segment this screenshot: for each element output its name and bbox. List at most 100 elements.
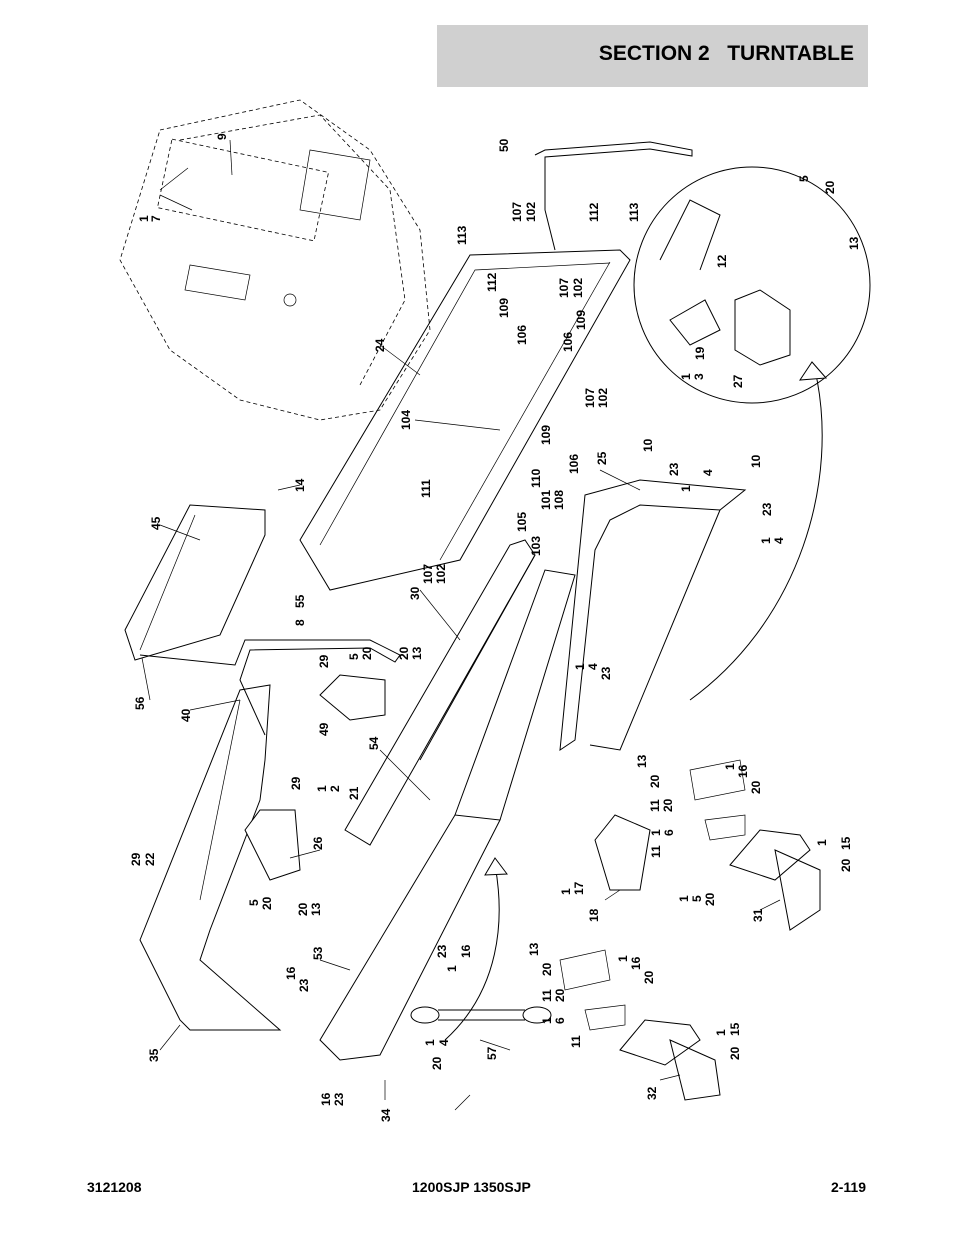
callout-label: 105: [515, 512, 529, 532]
callout-label: 1: [759, 537, 773, 544]
box-item-18: [594, 814, 651, 891]
callout-label: 24: [373, 338, 387, 352]
callout-label: 14: [293, 478, 307, 492]
callout-label: 16: [629, 956, 643, 970]
callout-label: 1: [714, 1029, 728, 1036]
callout-label: 13: [527, 942, 541, 956]
callout-label: 1: [540, 1017, 554, 1024]
callout-label: 4: [701, 469, 715, 476]
callout-label: 104: [399, 410, 413, 430]
callout-label: 35: [147, 1048, 161, 1062]
callout-label: 4: [437, 1039, 451, 1046]
callout-label: 111: [419, 479, 433, 498]
callout-label: 5: [247, 899, 261, 906]
callout-label: 11: [569, 1035, 583, 1048]
callout-label: 20: [839, 858, 853, 872]
callout-label: 27: [731, 374, 745, 388]
callout-label: 107: [583, 388, 597, 408]
callout-label: 113: [627, 202, 641, 222]
callout-label: 20: [360, 646, 374, 660]
callout-label: 106: [561, 332, 575, 352]
callout-label: 1: [559, 888, 573, 895]
callout-label: 1: [315, 785, 329, 792]
bar-item-57: [410, 1006, 552, 1024]
section-title: SECTION 2 TURNTABLE: [598, 42, 854, 65]
callout-label: 12: [715, 254, 729, 268]
callout-label: 106: [515, 325, 529, 345]
callout-label: 20: [728, 1046, 742, 1060]
callout-label: 23: [599, 666, 613, 680]
callout-label: 109: [539, 425, 553, 445]
footer-page-number: 2-119: [830, 1179, 866, 1195]
callout-label: 6: [662, 829, 676, 836]
callout-label: 112: [485, 272, 499, 292]
callout-label: 16: [284, 966, 298, 980]
callout-label: 11: [540, 989, 554, 1002]
callout-label: 2: [328, 785, 342, 792]
callout-label: 11: [648, 799, 662, 812]
callout-label: 40: [179, 708, 193, 722]
callout-label: 3: [692, 373, 706, 380]
callout-label: 102: [434, 564, 448, 584]
callout-label: 13: [309, 902, 323, 916]
callout-label: 16: [319, 1092, 333, 1106]
callout-label: 8: [293, 619, 307, 626]
callout-label: 29: [317, 654, 331, 668]
bracket-item-31: [689, 759, 821, 931]
callout-label: 21: [347, 786, 361, 800]
callout-label: 56: [133, 696, 147, 710]
callout-label: 16: [459, 944, 473, 958]
callout-label: 20: [296, 902, 310, 916]
callout-label: 25: [595, 451, 609, 465]
callout-label: 13: [410, 646, 424, 660]
callout-label: 54: [367, 736, 381, 750]
callout-label: 1: [445, 965, 459, 972]
callout-label: 5: [347, 653, 361, 660]
detail-inset: [633, 166, 871, 404]
callout-label: 30: [408, 586, 422, 600]
callout-label: 1: [573, 663, 587, 670]
callout-label: 5: [690, 895, 704, 902]
bracket-item-26: [244, 809, 301, 881]
callout-label: 1: [723, 763, 737, 770]
callout-label: 1: [137, 215, 151, 222]
callout-label: 10: [641, 438, 655, 452]
arrow-to-channel: [444, 864, 500, 1041]
callout-label: 34: [379, 1108, 393, 1122]
callout-label: 15: [728, 1022, 742, 1036]
callout-label: 1: [815, 839, 829, 846]
callout-label: 18: [587, 908, 601, 922]
callout-label: 53: [311, 946, 325, 960]
bracket-item-49: [319, 674, 386, 721]
callout-label: 23: [297, 978, 311, 992]
callout-label: 1: [616, 955, 630, 962]
callout-label: 5: [797, 175, 811, 182]
callout-label: 19: [693, 346, 707, 360]
callout-label: 101: [539, 490, 553, 510]
callout-label: 7: [149, 215, 163, 222]
cover-item-45: [124, 504, 266, 661]
callout-label: 20: [553, 988, 567, 1002]
callout-label: 103: [529, 536, 543, 556]
footer-models: 1200SJP 1350SJP: [412, 1179, 531, 1195]
channel-item-30: [344, 539, 536, 846]
callout-label: 17: [572, 881, 586, 895]
callout-label: 50: [497, 138, 511, 152]
callout-label: 20: [661, 798, 675, 812]
bracket-item-32: [559, 949, 721, 1101]
rod-item-50: [534, 141, 693, 251]
callout-label: 45: [149, 516, 163, 530]
callout-label: 4: [772, 537, 786, 544]
callout-label: 1: [679, 485, 693, 492]
callout-label: 1: [677, 895, 691, 902]
callout-label: 32: [645, 1086, 659, 1100]
callout-label: 23: [760, 502, 774, 516]
callout-label: 57: [485, 1046, 499, 1060]
callout-label: 29: [129, 852, 143, 866]
callout-label: 1: [423, 1039, 437, 1046]
callout-label: 22: [143, 852, 157, 866]
callout-label: 20: [397, 646, 411, 660]
callout-label: 31: [751, 908, 765, 922]
lower-channel-item-53: [319, 569, 576, 1061]
